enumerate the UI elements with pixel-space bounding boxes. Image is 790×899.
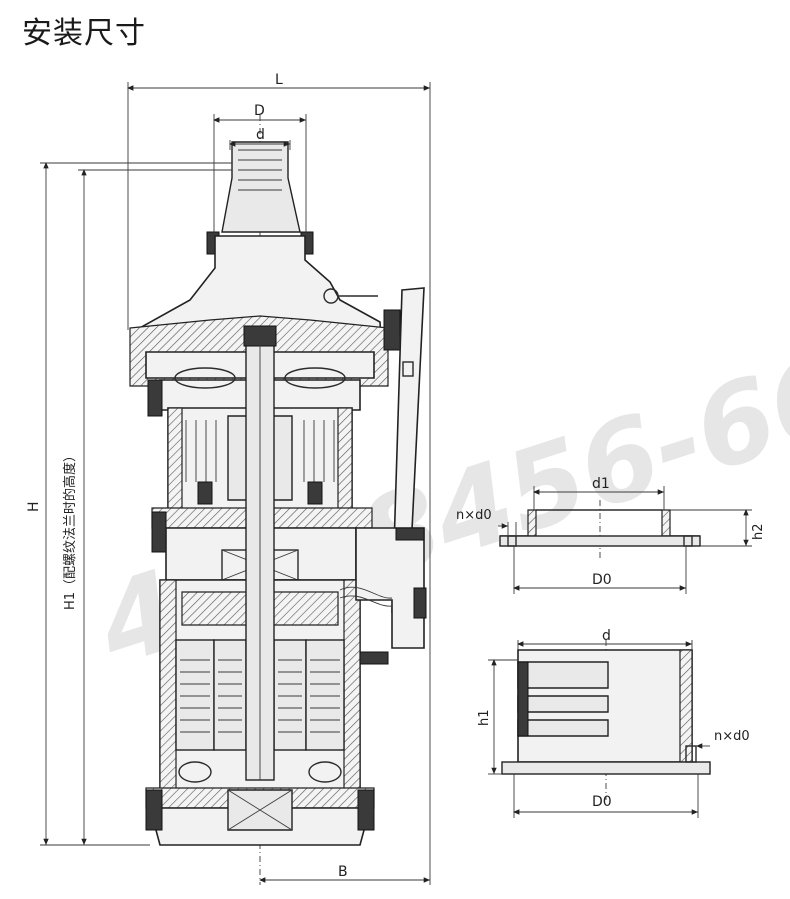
dim-H-label: H [26,501,42,512]
page-title: 安装尺寸 [22,16,146,51]
flange-bottom-d-label: d [602,628,611,644]
flange-top-h2-label: h2 [751,523,766,540]
dim-L-label: L [275,72,283,88]
dim-D-label: D [254,103,265,119]
flange-bottom-D0-label: D0 [592,794,612,810]
flange-top-d1-label: d1 [592,476,610,492]
flange-top-D0-label: D0 [592,572,612,588]
flange-bottom-nd0-label: n×d0 [714,729,750,744]
flange-detail-bottom [488,640,711,818]
pump-section [129,115,427,885]
flange-bottom-h1-label: h1 [477,709,492,726]
dim-d-label: d [256,127,265,143]
dim-H1-label: H1（配螺纹法兰时的高度） [62,449,78,610]
dim-B-label: B [338,864,348,880]
dimension-lines [40,82,431,885]
flange-detail-top [498,486,752,594]
flange-top-nd0-label: n×d0 [456,508,492,523]
